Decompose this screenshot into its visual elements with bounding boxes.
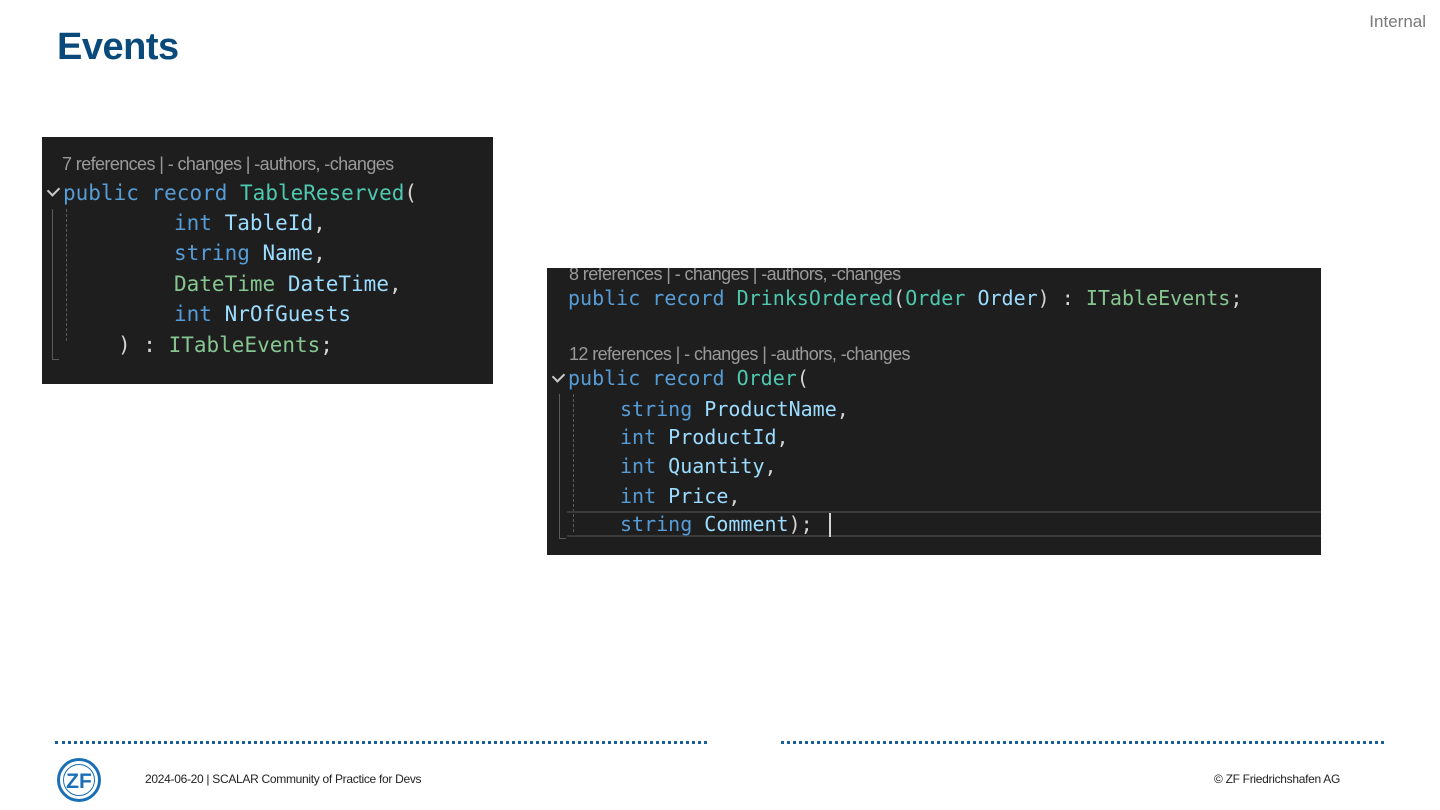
code-token <box>692 397 704 421</box>
code-token: ) : <box>1037 286 1086 310</box>
code-line[interactable]: string Comment); <box>620 510 813 538</box>
code-token <box>725 286 737 310</box>
code-token <box>212 302 225 326</box>
code-token: TableReserved <box>240 181 405 205</box>
code-token: ( <box>404 181 418 205</box>
code-token: int <box>174 211 212 235</box>
code-token: string <box>174 241 250 265</box>
footer-date-event: 2024-06-20 | SCALAR Community of Practic… <box>145 772 422 786</box>
code-token: , <box>776 425 789 449</box>
code-token: ); <box>788 512 813 536</box>
code-token <box>212 211 225 235</box>
code-token: string <box>620 397 693 421</box>
code-token <box>275 272 288 296</box>
code-line: int TableId, <box>174 209 326 237</box>
code-line: string Name, <box>174 239 326 267</box>
code-token <box>965 286 977 310</box>
code-token <box>139 181 152 205</box>
fold-chevron-icon[interactable] <box>46 183 61 197</box>
indent-guide <box>66 209 67 341</box>
code-line: int ProductId, <box>620 423 789 451</box>
code-line: public record DrinksOrdered(Order Order)… <box>568 284 1242 312</box>
code-token: Order <box>977 286 1038 310</box>
codelens-info[interactable]: 12 references | - changes | -authors, -c… <box>569 344 911 364</box>
classification-label: Internal <box>1369 12 1426 31</box>
code-token: , <box>764 454 777 478</box>
code-token: public <box>568 366 641 390</box>
code-token <box>250 241 263 265</box>
indent-guide <box>573 394 574 532</box>
code-token <box>725 366 737 390</box>
code-snippet-table-reserved: 7 references | - changes | -authors, -ch… <box>42 137 493 384</box>
code-token: DateTime <box>174 272 276 296</box>
code-token <box>640 286 652 310</box>
page-title: Events <box>57 26 179 68</box>
code-line: ) : ITableEvents; <box>118 331 333 359</box>
code-token: , <box>313 211 326 235</box>
code-token: ; <box>1230 286 1243 310</box>
code-token: int <box>620 425 657 449</box>
code-token: , <box>388 272 402 296</box>
fold-guide-end <box>559 394 566 539</box>
code-token: ; <box>320 333 333 357</box>
code-line: int Price, <box>620 482 740 510</box>
code-token: , <box>836 397 849 421</box>
footer-divider-left <box>55 741 707 744</box>
code-token: string <box>620 512 693 536</box>
code-token: DateTime <box>287 272 389 296</box>
codelens-info[interactable]: 7 references | - changes | -authors, -ch… <box>62 154 394 174</box>
svg-text:ZF: ZF <box>66 770 92 793</box>
zf-logo-icon: ZF <box>57 758 101 802</box>
code-token: record <box>652 286 725 310</box>
code-line: public record TableReserved( <box>63 179 417 207</box>
current-line-highlight <box>567 511 1321 537</box>
code-line: string ProductName, <box>620 395 849 423</box>
code-token: ITableEvents <box>1085 286 1231 310</box>
code-token: ( <box>796 366 809 390</box>
code-token <box>692 512 704 536</box>
code-token: Order <box>905 286 966 310</box>
code-token <box>656 484 668 508</box>
code-token <box>656 425 668 449</box>
code-token <box>640 366 652 390</box>
code-token <box>656 454 668 478</box>
code-token: , <box>728 484 741 508</box>
code-token: DrinksOrdered <box>736 286 894 310</box>
fold-chevron-icon[interactable] <box>551 369 566 383</box>
footer-divider-right <box>781 741 1384 744</box>
code-token: int <box>174 302 212 326</box>
code-token: Price <box>668 484 729 508</box>
text-caret <box>829 513 831 537</box>
code-token: ) : <box>118 333 169 357</box>
code-token: ITableEvents <box>168 333 321 357</box>
code-line: int Quantity, <box>620 452 777 480</box>
code-line: DateTime DateTime, <box>174 270 402 298</box>
code-token: int <box>620 454 657 478</box>
codelens-info[interactable]: 8 references | - changes | -authors, -ch… <box>569 268 901 284</box>
code-token: record <box>151 181 228 205</box>
code-token <box>227 181 240 205</box>
code-token: ProductId <box>668 425 777 449</box>
code-token: Comment <box>704 512 789 536</box>
code-token: , <box>313 241 326 265</box>
footer-copyright: © ZF Friedrichshafen AG <box>1214 772 1340 786</box>
code-token: Order <box>736 366 797 390</box>
code-token: Name <box>262 241 314 265</box>
code-token: TableId <box>224 211 314 235</box>
code-token: public <box>568 286 641 310</box>
code-token: public <box>63 181 139 205</box>
fold-guide-end <box>52 209 59 360</box>
code-line: public record Order( <box>568 364 809 392</box>
code-token: record <box>652 366 725 390</box>
code-line: int NrOfGuests <box>174 300 351 328</box>
code-token: ( <box>893 286 906 310</box>
code-token: int <box>620 484 657 508</box>
code-token: Quantity <box>668 454 765 478</box>
code-token: NrOfGuests <box>224 302 352 326</box>
code-token: ProductName <box>704 397 837 421</box>
code-snippet-order: 8 references | - changes | -authors, -ch… <box>547 268 1321 555</box>
